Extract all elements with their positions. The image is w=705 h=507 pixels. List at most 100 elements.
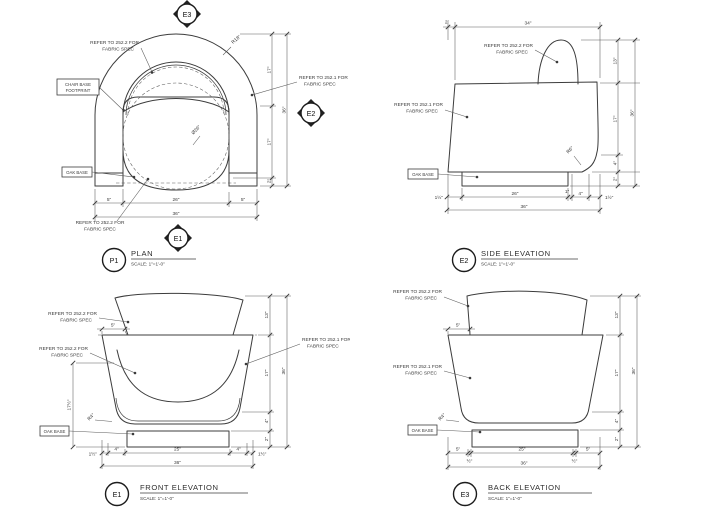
plan-dim-right-2: 2" [267,179,273,184]
plan-dim-right-0: 17" [267,66,273,73]
front-title-marker: E1 [113,490,122,499]
side-radius-label: R6" [565,145,575,155]
plan-fabric-edge [125,64,227,116]
plan-fabric-hidden-edge [127,66,225,116]
back-dim-right-1: 17" [614,369,620,376]
back-radius-label: R4" [437,412,447,422]
svg-text:FABRIC SPEC: FABRIC SPEC [84,227,116,233]
side-dim-bottom-chain: 1½" 26" 1" 4" 1½" 36" [435,189,614,213]
side-dim-right-2: 4" [613,161,619,166]
front-oak-base [126,430,230,448]
front-dim-back-offset: 5" [97,323,130,332]
back-extension-lines [447,295,641,470]
plan-dim-bottom-1: 26" [172,197,179,203]
plan-backrest-curve [122,98,230,113]
side-callout-radius: R6" [565,145,582,166]
back-dim-right-2: 4" [614,419,620,424]
side-dim-bottom-2: 1" [565,189,570,195]
plan-title: PLAN [131,249,153,258]
side-elevation-view: 2" 34" 13" 17" 4" 2" 36" 1½" 26" 1" 4" 1… [394,20,640,273]
svg-text:REFER TO 252.1 FOR: REFER TO 252.1 FOR [299,75,348,81]
plan-diameter-label: Ø26" [190,124,202,136]
svg-text:OAK BASE: OAK BASE [44,429,66,434]
plan-title-block: P1 PLAN SCALE: 1"=1'-0" [101,247,196,273]
side-title-marker: E2 [460,256,469,265]
back-title-marker: E3 [461,490,470,499]
front-callout-oak-base: OAK BASE [39,425,135,437]
plan-callout-fabric-right: REFER TO 252.1 FOR FABRIC SPEC [250,75,348,97]
svg-text:OAK BASE: OAK BASE [66,170,88,175]
back-oak-base [471,429,579,448]
back-dim-half-1: ½" [572,458,578,465]
svg-text:REFER TO 252.1 FOR: REFER TO 252.1 FOR [393,364,442,370]
plan-radius-label: R18" [230,34,242,46]
side-extension-lines [447,22,640,214]
back-dim-bottom-total: 36" [520,461,527,467]
front-dim-right-1: 17" [264,369,270,376]
side-dim-right-chain: 13" 17" 4" 2" 36" [613,37,638,189]
front-dim-right-2: 4" [264,419,270,424]
side-dim-right-total: 36" [630,109,636,116]
back-dim-bottom-1: 25" [518,447,525,453]
front-radius-label: R4" [86,412,96,422]
svg-text:FABRIC SPEC: FABRIC SPEC [307,344,339,350]
plan-elevation-marker-e2: E2 [297,99,325,127]
side-body [447,81,599,173]
back-dim-back-offset: 5" [443,323,475,332]
svg-text:CHAIR BASE: CHAIR BASE [65,82,91,87]
plan-dim-right-total: 36" [282,106,288,113]
side-callout-fabric-252-1: REFER TO 252.1 FOR FABRIC SPEC [394,102,469,119]
svg-text:FABRIC SPEC: FABRIC SPEC [405,296,437,302]
front-seat-cushion [116,349,240,403]
svg-text:E1: E1 [174,234,183,243]
front-dim-right-chain: 13" 17" 4" 2" 36" [264,293,290,450]
side-oak-base [461,171,569,187]
side-back-cushion [537,39,579,85]
svg-text:REFER TO 252.2 FOR: REFER TO 252.2 FOR [484,43,533,49]
back-callout-oak-base: OAK BASE [407,424,482,436]
back-shell [447,334,604,424]
svg-text:REFER TO 252.2 FOR: REFER TO 252.2 FOR [76,220,125,226]
back-title-block: E3 BACK ELEVATION SCALE: 1"=1'-0" [452,481,592,507]
side-dim-bottom-1: 26" [511,191,518,197]
plan-callout-diameter: Ø26" [190,124,202,146]
svg-text:FABRIC SPEC: FABRIC SPEC [102,47,134,53]
front-scale: SCALE: 1"=1'-0" [140,496,174,501]
side-dim-top: 2" 34" [443,20,603,30]
front-callout-fabric-seat: REFER TO 252.2 FOR FABRIC SPEC [39,346,137,375]
side-dim-bottom-4: 1½" [605,194,614,201]
plan-scale: SCALE: 1"=1'-0" [131,262,165,267]
side-dim-bottom-0: 1½" [435,194,444,201]
plan-view: 17" 17" 2" 36" 5" 26" 5" 36" REFER TO 25… [56,0,348,273]
svg-text:FABRIC SPEC: FABRIC SPEC [405,371,437,377]
front-dim-bottom-3: 4" [236,447,241,453]
front-dim-right-0: 13" [264,311,270,318]
back-dim-bottom-chain: 5" 25" 5" ½" ½" 36" [445,447,603,470]
front-callout-fabric-right: REFER TO 252.1 FOR FABRIC SPEC [244,337,350,366]
back-callout-fabric-top: REFER TO 252.2 FOR FABRIC SPEC [393,289,470,308]
side-dim-bottom-total: 36" [520,204,527,210]
svg-text:REFER TO 252.2 FOR: REFER TO 252.2 FOR [39,346,88,352]
front-dim-bottom-0: 1½" [89,451,98,458]
front-callout-fabric-top: REFER TO 252.2 FOR FABRIC SPEC [48,311,130,324]
plan-elevation-marker-e1: E1 [164,224,192,252]
front-dim-bottom-chain: 1½" 4" 25" 4" 1½" 36" [89,447,267,469]
front-chair-linework [98,292,257,448]
back-dim-right-0: 13" [614,311,620,318]
side-dim-right-3: 2" [613,177,619,182]
back-dim-bottom-2: 5" [586,447,591,453]
plan-chair-linework [94,33,258,191]
side-dim-right-0: 13" [613,57,619,64]
svg-text:REFER TO 252.2 FOR: REFER TO 252.2 FOR [393,289,442,295]
svg-text:FABRIC SPEC: FABRIC SPEC [496,50,528,56]
front-back-panel [114,292,244,336]
plan-elevation-marker-e3: E3 [173,0,201,28]
plan-seat-circle-hidden [122,82,230,190]
svg-text:FABRIC SPEC: FABRIC SPEC [304,82,336,88]
front-dim-seat-height: 17½" [66,360,76,450]
front-elevation-view: 17½" 5" 13" 17" 4" 2" 36" 1½" 4" 25" 4" … [39,292,350,507]
svg-text:FABRIC SPEC: FABRIC SPEC [60,318,92,324]
front-title-block: E1 FRONT ELEVATION SCALE: 1"=1'-0" [104,481,248,507]
front-dim-bottom-2: 25" [174,447,181,453]
back-dim-half-0: ½" [467,458,473,465]
